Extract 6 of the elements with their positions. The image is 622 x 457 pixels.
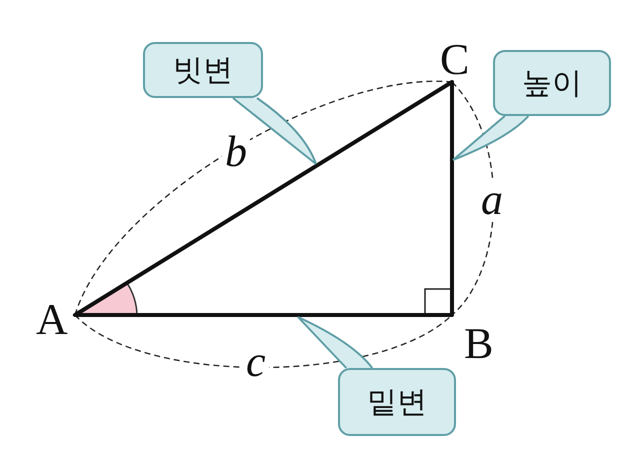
vertex-label: B [464, 322, 494, 366]
leader-line [297, 316, 347, 369]
leader-line [452, 115, 506, 161]
vertex-label: C [440, 38, 470, 82]
callout-bubble: 빗변 [143, 42, 263, 98]
vertex-label: A [36, 298, 68, 342]
